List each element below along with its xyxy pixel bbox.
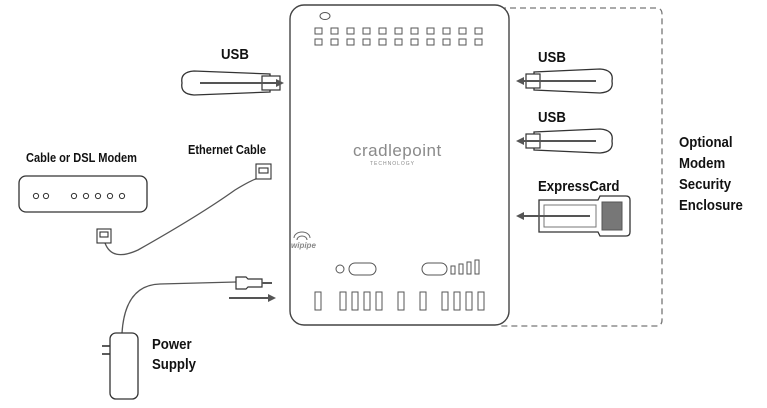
vent-slot — [362, 38, 371, 46]
port-slot — [453, 291, 461, 311]
power-supply-label-line2: Supply — [152, 356, 197, 373]
power-adapter-icon — [102, 332, 139, 400]
vent-slot — [442, 27, 451, 35]
power-cable — [121, 281, 237, 334]
enclosure-outline — [500, 7, 663, 327]
power-supply-label-line1: Power — [152, 336, 192, 353]
vent-slot — [474, 38, 483, 46]
vent-slot — [426, 38, 435, 46]
router-logo: wipipe — [291, 241, 316, 250]
vent-slot — [442, 38, 451, 46]
rj45-plug-icon — [96, 228, 112, 244]
usb-right-top-label: USB — [538, 49, 566, 66]
vent-slot — [458, 38, 467, 46]
ethernet-cable — [104, 177, 263, 256]
router-brand-sub: TECHNOLOGY — [370, 161, 416, 167]
port-slot — [339, 291, 347, 311]
usb-stick-icon — [181, 70, 284, 96]
enclosure-label-line1: Optional — [679, 134, 733, 151]
vent-slot — [346, 38, 355, 46]
vent-slot — [458, 27, 467, 35]
enclosure-label-line4: Enclosure — [679, 197, 743, 214]
vent-slot — [410, 27, 419, 35]
wifi-icon — [293, 231, 311, 241]
vent-slot — [314, 38, 323, 46]
vent-slot — [346, 27, 355, 35]
modem-icon — [18, 175, 148, 213]
port-slot — [397, 291, 405, 311]
rj45-plug-icon — [255, 163, 272, 180]
port-slot — [477, 291, 485, 311]
vent-slot — [330, 27, 339, 35]
port-slot — [363, 291, 371, 311]
vent-slot — [378, 38, 387, 46]
vent-slot — [410, 38, 419, 46]
vent-slot — [378, 27, 387, 35]
port-slot — [351, 291, 359, 311]
ethernet-cable-label: Ethernet Cable — [188, 142, 266, 157]
router-status-led — [319, 12, 331, 20]
port-slot — [465, 291, 473, 311]
expresscard-icon — [516, 195, 631, 237]
expresscard-label: ExpressCard — [538, 178, 620, 195]
port-slot — [419, 291, 427, 311]
vent-slot — [474, 27, 483, 35]
router-vents — [314, 27, 483, 46]
modem-label: Cable or DSL Modem — [26, 150, 137, 165]
vent-slot — [394, 38, 403, 46]
usb-stick-icon — [516, 128, 613, 154]
router-front-indicators — [335, 259, 480, 276]
port-slot — [441, 291, 449, 311]
power-arrow-head — [268, 294, 276, 302]
usb-stick-icon — [516, 68, 613, 94]
router-body — [289, 4, 510, 326]
usb-right-mid-label: USB — [538, 109, 566, 126]
enclosure-label-line2: Modem — [679, 155, 726, 172]
enclosure-label-line3: Security — [679, 176, 732, 193]
port-slot — [375, 291, 383, 311]
router-rear-ports — [314, 291, 485, 311]
vent-slot — [362, 27, 371, 35]
power-plug-icon — [235, 276, 272, 290]
vent-slot — [314, 27, 323, 35]
port-slot — [314, 291, 322, 311]
vent-slot — [330, 38, 339, 46]
usb-left-label: USB — [221, 46, 249, 63]
router-brand: cradlepoint — [353, 141, 442, 160]
vent-slot — [426, 27, 435, 35]
vent-slot — [394, 27, 403, 35]
